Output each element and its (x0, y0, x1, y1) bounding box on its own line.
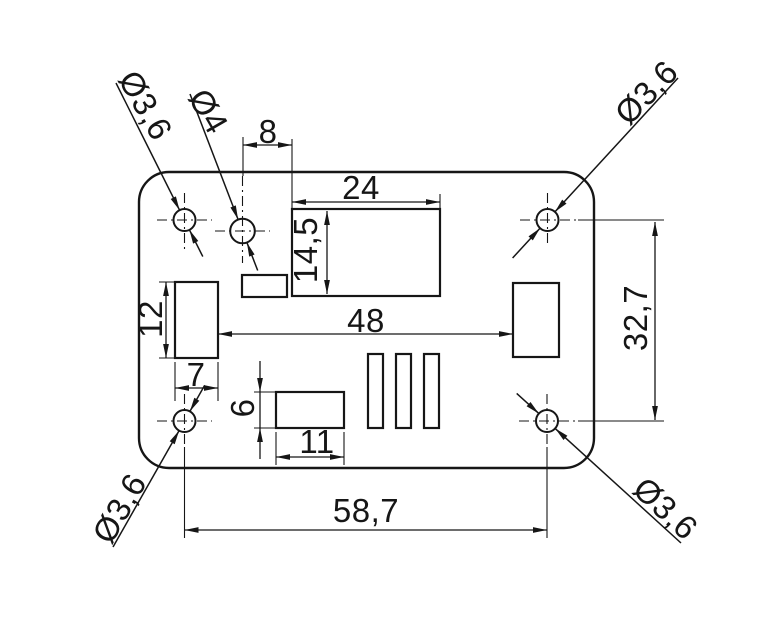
dim-hole-span-32-7-arrowhead (652, 222, 658, 236)
dim-module-width-24-arrowhead (292, 199, 306, 205)
component-connector-left (173, 280, 220, 360)
dim-hole-span-58-7-arrowhead (184, 527, 199, 533)
dim-hole-offset-8-label: 8 (259, 113, 278, 150)
component-module-small-top (240, 273, 289, 299)
dim-connector-width-7-arrowhead (175, 385, 189, 391)
dim-bottom-module-width-11-arrowhead (330, 454, 344, 460)
dim-bottom-module-height-6-arrowhead (257, 428, 263, 442)
dim-bottom-module-height-6-arrowhead (257, 378, 263, 392)
dim-bottom-module-width-11-arrowhead (276, 454, 290, 460)
leader-hole-bottom-right-leader-line (554, 427, 682, 544)
dim-module-width-24-arrowhead (426, 199, 440, 205)
leader-hole-top-left-leader-line (115, 82, 181, 211)
dim-module-height-14-5-arrowhead (324, 211, 330, 225)
component-slot-2 (394, 352, 413, 430)
leader-hole-top-left-arrowhead (170, 196, 180, 211)
leader-hole-top-left-stub-arrowhead (189, 229, 199, 244)
dim-hole-span-58-7-arrowhead (533, 527, 547, 533)
leader-hole-top-mid-arrowhead (230, 205, 239, 220)
dim-bottom-module-height-6-label: 6 (224, 399, 261, 418)
dim-connector-height-12-arrowhead (163, 282, 169, 296)
leader-hole-bottom-right-arrowhead (555, 428, 568, 440)
component-module-large (290, 207, 442, 298)
dim-hole-span-32-7-label: 32,7 (617, 285, 654, 351)
leader-hole-bottom-left-stub-arrowhead (189, 397, 200, 412)
dim-connector-span-48-label: 48 (347, 302, 385, 339)
dim-connector-span-48-arrowhead (218, 331, 232, 337)
component-slot-1 (366, 352, 385, 430)
dim-hole-offset-8-arrowhead (243, 142, 257, 148)
dim-connector-span-48-arrowhead (499, 331, 513, 337)
component-connector-right (511, 281, 561, 359)
leader-hole-bottom-right-label: Ø3,6 (626, 470, 705, 547)
dim-hole-offset-8-arrowhead (278, 142, 292, 148)
leader-hole-bottom-left-label: Ø3,6 (85, 467, 154, 549)
dim-hole-span-32-7-arrowhead (652, 406, 658, 420)
dim-connector-width-7-arrowhead (204, 385, 218, 391)
leader-hole-top-right-label: Ø3,6 (607, 53, 685, 132)
component-module-bottom (274, 390, 346, 430)
dim-bottom-module-width-11-label: 11 (299, 423, 334, 460)
dim-module-height-14-5-label: 14,5 (287, 217, 324, 283)
leader-hole-top-right-leader-line (554, 77, 679, 213)
leader-hole-top-left-label: Ø3,6 (111, 64, 180, 146)
dim-connector-width-7-label: 7 (187, 356, 206, 393)
dim-module-height-14-5-arrowhead (324, 280, 330, 294)
dim-connector-height-12-arrowhead (163, 344, 169, 358)
leader-hole-bottom-left-arrowhead (169, 430, 180, 445)
dim-connector-height-12-label: 12 (132, 300, 169, 338)
dim-module-width-24-label: 24 (342, 169, 380, 206)
leader-hole-bottom-right-stub-arrowhead (526, 402, 539, 414)
leader-hole-top-right-stub-arrowhead (528, 228, 541, 241)
leader-hole-top-mid-label: Ø4 (181, 82, 236, 139)
leader-hole-top-mid-leader-line (189, 93, 239, 220)
dim-hole-span-58-7-label: 58,7 (333, 492, 399, 529)
component-slot-3 (422, 352, 441, 430)
leader-hole-top-right-arrowhead (554, 199, 567, 212)
leader-hole-top-mid-stub-arrowhead (246, 242, 255, 257)
plate-outline (137, 170, 596, 470)
leader-hole-bottom-left-leader-line (112, 430, 180, 548)
